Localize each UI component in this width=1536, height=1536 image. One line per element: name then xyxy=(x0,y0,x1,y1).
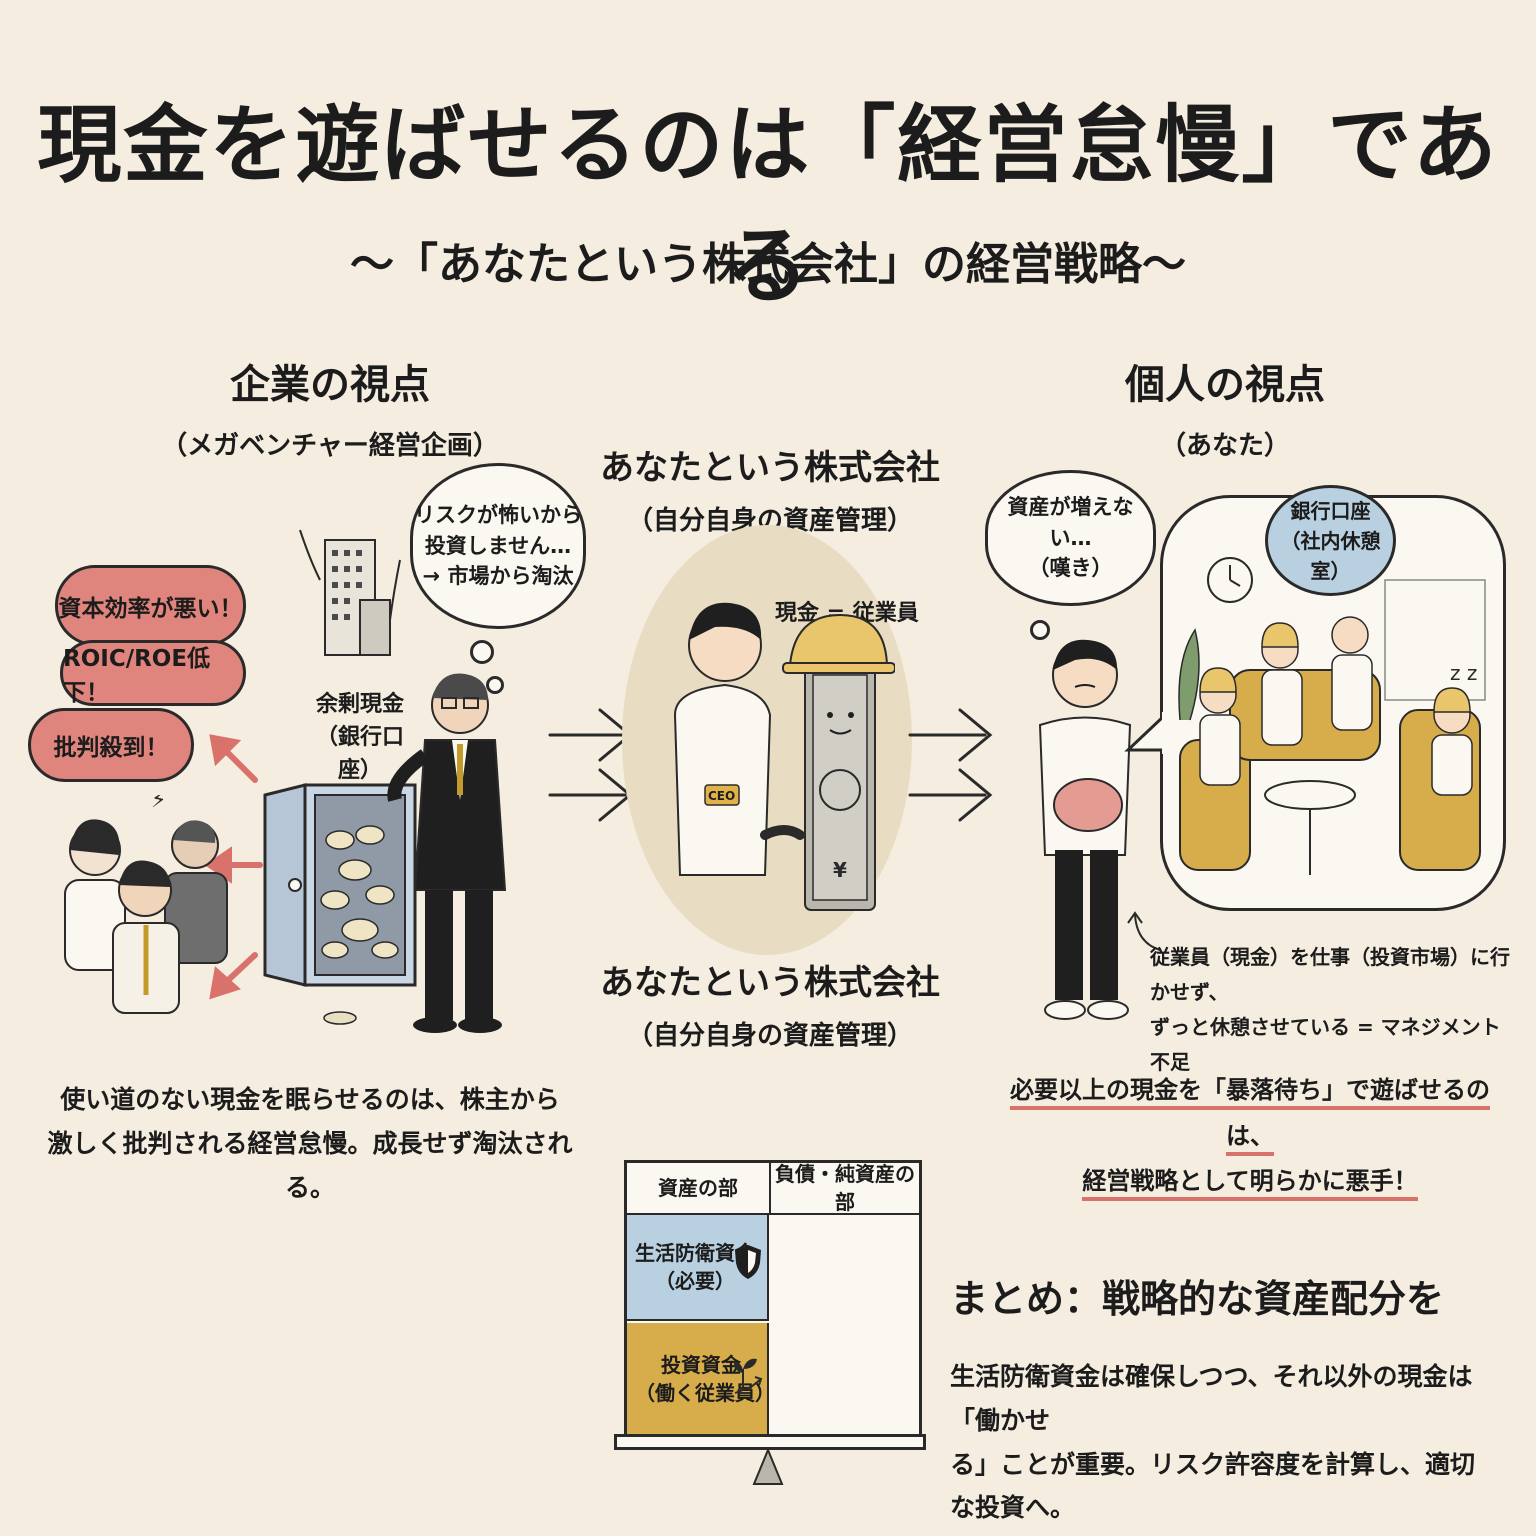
page-subtitle: 〜「あなたという株式会社」の経営戦略〜 xyxy=(350,239,1186,290)
right-note: 従業員（現金）を仕事（投資市場）に行かせず、 ずっと休憩させている = マネジメ… xyxy=(1150,945,1510,1074)
right-subheading: （あなた） xyxy=(1159,431,1290,461)
assets-header: 資産の部 xyxy=(627,1163,771,1215)
growing-sprout-icon xyxy=(733,1358,763,1394)
balance-sheet: 資産の部 負債・純資産の部 生活防衛資金 （必要） 投資資金 （働く従業員） xyxy=(624,1160,922,1440)
right-caption: 必要以上の現金を「暴落待ち」で遊ばせるのは、 経営戦略として明らかに悪手！ xyxy=(1000,1068,1500,1205)
arrow-right-icon xyxy=(908,708,993,822)
cash-label: 余剰現金 （銀行口座） xyxy=(315,692,404,783)
left-thought-line: 投資しません… xyxy=(424,533,572,558)
office-building-icon xyxy=(299,529,401,656)
break-room-illustration: z z xyxy=(1178,557,1486,875)
left-thought-bubble: リスクが怖いから 投資しません… → 市場から淘汰 xyxy=(410,463,586,629)
shout-bubble-criticism: 批判殺到！ xyxy=(28,708,194,782)
shield-icon xyxy=(735,1245,761,1279)
thought-dot xyxy=(470,640,494,664)
left-thought-line: リスクが怖いから xyxy=(414,503,582,528)
liabilities-header: 負債・純資産の部 xyxy=(771,1162,919,1215)
sleep-zzz: z z xyxy=(1450,661,1477,685)
thought-dot xyxy=(486,676,504,694)
balance-scale-beam xyxy=(614,1434,926,1450)
left-caption: 使い道のない現金を眠らせるのは、株主から 激しく批判される経営怠慢。成長せず淘汰… xyxy=(47,1085,573,1202)
svg-text:⚡: ⚡ xyxy=(151,795,166,813)
red-arrows-icon xyxy=(205,734,263,1000)
shout-bubble-roic: ROIC/ROE低下！ xyxy=(60,640,246,706)
right-heading: 個人の視点 xyxy=(1125,362,1325,408)
ceo-handshake-illustration: CEO ¥ xyxy=(673,602,895,911)
ceo-badge: CEO xyxy=(708,789,735,803)
shareholders-illustration: ⚡ xyxy=(64,795,228,1014)
businessman-illustration xyxy=(387,673,507,1033)
thought-dot xyxy=(1030,620,1050,640)
page-title: 現金を遊ばせるのは「経営怠慢」である xyxy=(37,96,1499,315)
sad-person-piggybank-illustration xyxy=(1038,639,1132,1020)
left-thought-line: → 市場から淘汰 xyxy=(422,564,574,589)
right-thought-bubble: 資産が増えない… （嘆き） xyxy=(985,470,1156,606)
balance-fulcrum-icon xyxy=(752,1448,784,1485)
investment-fund-cell: 投資資金 （働く従業員） xyxy=(627,1323,775,1434)
summary-body: 生活防衛資金は確保しつつ、それ以外の現金は「働かせ る」ことが重要。リスク許容度… xyxy=(950,1362,1476,1523)
bubble-tail xyxy=(1124,712,1170,754)
shout-bubble-capital-efficiency: 資本効率が悪い！ xyxy=(55,565,246,646)
left-subheading: （メガベンチャー経営企画） xyxy=(161,431,499,461)
center-subheading-2: （自分自身の資産管理） xyxy=(626,1021,913,1051)
curved-arrow-icon xyxy=(1127,911,1161,951)
bank-account-bubble: 銀行口座 （社内休憩室） xyxy=(1265,485,1396,596)
center-heading-2: あなたという株式会社 xyxy=(600,963,940,1003)
left-heading: 企業の視点 xyxy=(230,362,430,408)
yen-mark: ¥ xyxy=(833,858,847,882)
cash-safe-illustration xyxy=(263,783,417,1025)
center-heading: あなたという株式会社 xyxy=(600,448,940,488)
summary-heading: まとめ：戦略的な資産配分を xyxy=(950,1277,1445,1321)
liabilities-empty-cell xyxy=(771,1215,919,1434)
